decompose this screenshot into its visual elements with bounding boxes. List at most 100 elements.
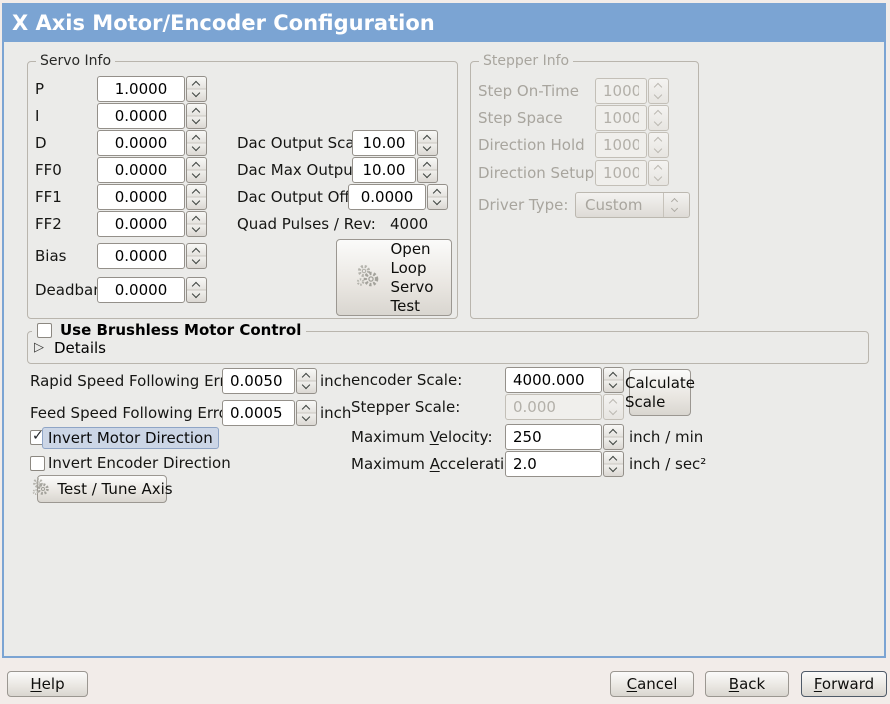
d-label: D [35,134,47,152]
d-input[interactable] [97,130,185,156]
cancel-button[interactable]: Cancel [610,671,694,697]
i-label: I [35,107,40,125]
feed-following-error-spin-buttons[interactable] [296,400,317,426]
i-input[interactable] [97,103,185,129]
driver-type-value: Custom [585,196,643,214]
forward-button[interactable]: Forward [801,671,887,697]
direction-hold-input [595,132,647,158]
invert-motor-label[interactable]: Invert Motor Direction [42,427,219,449]
servo-info-frame: Servo Info [27,52,458,319]
direction-setup-spinbox [595,160,669,186]
ff0-spin-buttons[interactable] [186,157,207,183]
test-tune-axis-label: Test / Tune Axis [57,480,173,498]
dac-output-offset-spin-buttons[interactable] [427,184,448,210]
d-spinbox [97,130,207,156]
rapid-following-error-spinbox [222,368,317,394]
invert-encoder-label[interactable]: Invert Encoder Direction [48,454,231,472]
max-velocity-unit: inch / min [629,428,704,446]
test-tune-axis-button[interactable]: Test / Tune Axis [33,475,173,503]
p-spin-buttons[interactable] [186,76,207,102]
direction-setup-label: Direction Setup [478,164,595,182]
help-button[interactable]: Help [7,671,88,697]
servo-info-frame-label: Servo Info [36,52,116,70]
step-on-time-spinbox [595,78,669,104]
deadband-spin-buttons[interactable] [186,277,207,303]
step-on-time-spin-buttons [648,78,669,104]
dac-output-offset-input[interactable] [348,184,426,210]
rapid-following-error-spin-buttons[interactable] [296,368,317,394]
ff1-input[interactable] [97,184,185,210]
expander-triangle-icon: ▷ [34,340,44,355]
stepper-info-frame-label: Stepper Info [479,52,574,70]
driver-type-dropdown-arrows-icon [663,193,689,217]
dac-output-scale-label: Dac Output Scale: [237,134,374,152]
details-label: Details [54,339,107,357]
dac-max-output-input[interactable] [352,157,416,183]
direction-hold-spinbox [595,132,669,158]
open-loop-servo-test-button[interactable]: Open Loop Servo Test [336,239,452,316]
feed-following-error-input[interactable] [222,400,295,426]
encoder-scale-input[interactable] [505,367,602,393]
driver-type-label: Driver Type: [478,196,569,214]
max-acceleration-spinbox [505,451,624,477]
ff0-input[interactable] [97,157,185,183]
p-label: P [35,80,45,98]
deadband-label: Deadband [35,281,113,299]
ff1-spin-buttons[interactable] [186,184,207,210]
brushless-frame: Use Brushless Motor Control ▷ Details [27,321,869,364]
calculate-scale-button[interactable]: Calculate Scale [625,369,695,416]
encoder-scale-spin-buttons[interactable] [603,367,624,393]
direction-setup-input [595,160,647,186]
back-button[interactable]: Back [705,671,789,697]
bias-input[interactable] [97,243,185,269]
ff2-spin-buttons[interactable] [186,211,207,237]
stepper-scale-spinbox [505,394,624,420]
step-space-spinbox [595,105,669,131]
encoder-scale-spinbox [505,367,624,393]
max-velocity-label: Maximum Velocity: [351,428,493,446]
rapid-following-error-unit: inch [320,372,352,390]
max-velocity-input[interactable] [505,424,602,450]
direction-hold-spin-buttons [648,132,669,158]
feed-following-error-spinbox [222,400,317,426]
stepper-scale-spin-buttons [603,394,624,420]
brushless-header: Use Brushless Motor Control [32,321,307,339]
ff0-spinbox [97,157,207,183]
rapid-following-error-input[interactable] [222,368,295,394]
d-spin-buttons[interactable] [186,130,207,156]
step-space-label: Step Space [478,109,563,127]
max-acceleration-spin-buttons[interactable] [603,451,624,477]
encoder-scale-label: encoder Scale: [351,371,463,389]
gears-icon [355,262,383,294]
dac-output-offset-spinbox [348,184,448,210]
dac-max-output-spin-buttons[interactable] [417,157,438,183]
ff2-label: FF2 [35,215,62,233]
details-expander[interactable]: ▷ Details [34,339,106,357]
dac-output-scale-input[interactable] [352,130,416,156]
max-acceleration-input[interactable] [505,451,602,477]
step-on-time-input [595,78,647,104]
feed-following-error-unit: inch [320,404,352,422]
p-spinbox [97,76,207,102]
page-title: X Axis Motor/Encoder Configuration [4,5,886,42]
direction-setup-spin-buttons [648,160,669,186]
direction-hold-label: Direction Hold [478,136,585,154]
i-spin-buttons[interactable] [186,103,207,129]
quad-pulses-value: 4000 [390,215,429,233]
use-brushless-checkbox[interactable] [37,322,52,338]
p-input[interactable] [97,76,185,102]
use-brushless-label: Use Brushless Motor Control [60,321,302,339]
ff2-input[interactable] [97,211,185,237]
dac-output-scale-spinbox [352,130,438,156]
dac-output-scale-spin-buttons[interactable] [417,130,438,156]
dac-max-output-spinbox [352,157,438,183]
max-velocity-spin-buttons[interactable] [603,424,624,450]
max-acceleration-label: Maximum Acceleration: [351,455,528,473]
max-velocity-spinbox [505,424,624,450]
bias-spin-buttons[interactable] [186,243,207,269]
deadband-input[interactable] [97,277,185,303]
stepper-scale-label: Stepper Scale: [351,398,461,416]
deadband-spinbox [97,277,207,303]
invert-encoder-checkbox[interactable] [30,456,45,471]
dac-output-offset-label: Dac Output Offset: [237,188,378,206]
